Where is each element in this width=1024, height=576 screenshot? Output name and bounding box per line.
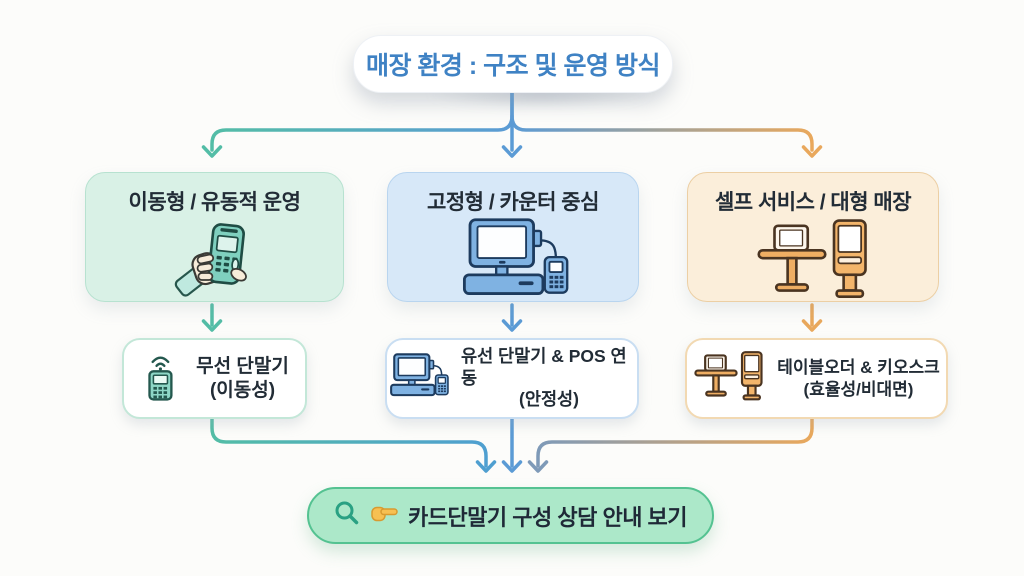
branch-box-mobile: 이동형 / 유동적 운영 bbox=[85, 172, 344, 302]
mid-arrowhead-self bbox=[801, 319, 823, 332]
branch-line-right bbox=[510, 114, 814, 152]
pointing-right-icon bbox=[369, 502, 399, 529]
table-kiosk-icon bbox=[749, 216, 877, 301]
result-box-fixed: 유선 단말기 & POS 연동 (안정성) bbox=[385, 338, 639, 419]
branch-line-left bbox=[210, 90, 514, 152]
branch-title-fixed: 고정형 / 카운터 중심 bbox=[427, 191, 599, 214]
result-line2-fixed: (안정성) bbox=[519, 389, 579, 410]
page-title: 매장 환경 : 구조 및 운영 방식 bbox=[353, 35, 673, 93]
result-text-mobile: 무선 단말기 (이동성) bbox=[196, 355, 289, 403]
result-box-mobile: 무선 단말기 (이동성) bbox=[122, 338, 307, 419]
result-line1-mobile: 무선 단말기 bbox=[196, 355, 289, 377]
branch-title-self: 셀프 서비스 / 대형 매장 bbox=[714, 191, 912, 214]
merge-line-right bbox=[536, 414, 814, 468]
merge-arrowhead-right bbox=[527, 460, 549, 473]
consult-cta-button[interactable]: 카드단말기 구성 상담 안내 보기 bbox=[307, 487, 714, 544]
mid-arrowhead-fixed bbox=[501, 319, 523, 332]
result-line2-mobile: (이동성) bbox=[209, 379, 276, 401]
result-line2-self: (효율성/비대면) bbox=[803, 379, 914, 399]
arrowhead-right bbox=[801, 145, 823, 158]
arrowhead-left bbox=[201, 145, 223, 158]
arrowhead-center bbox=[501, 145, 523, 158]
result-text-fixed: 유선 단말기 & POS 연동 (안정성) bbox=[461, 346, 637, 412]
table-kiosk-small-icon bbox=[693, 350, 765, 407]
hand-terminal-icon bbox=[169, 216, 261, 301]
result-text-self: 테이블오더 & 키오스크 (효율성/비대면) bbox=[777, 357, 939, 400]
branch-box-fixed: 고정형 / 카운터 중심 bbox=[387, 172, 639, 302]
merge-arrowhead-center bbox=[501, 460, 523, 473]
search-icon bbox=[334, 500, 360, 531]
merge-line-left bbox=[210, 414, 488, 468]
wireless-terminal-icon bbox=[140, 351, 184, 406]
result-line1-self: 테이블오더 & 키오스크 bbox=[777, 358, 940, 378]
pos-terminal-icon bbox=[456, 216, 570, 302]
result-box-self: 테이블오더 & 키오스크 (효율성/비대면) bbox=[685, 338, 948, 419]
consult-cta-label: 카드단말기 구성 상담 안내 보기 bbox=[407, 504, 688, 530]
branch-title-mobile: 이동형 / 유동적 운영 bbox=[128, 191, 301, 214]
mid-arrowhead-mobile bbox=[201, 319, 223, 332]
result-line1-fixed: 유선 단말기 & POS 연동 bbox=[461, 345, 627, 388]
merge-arrowhead-left bbox=[475, 460, 497, 473]
page-title-label: 매장 환경 : 구조 및 운영 방식 bbox=[365, 52, 661, 80]
pos-terminal-small-icon bbox=[387, 352, 449, 405]
branch-box-self: 셀프 서비스 / 대형 매장 bbox=[687, 172, 939, 302]
